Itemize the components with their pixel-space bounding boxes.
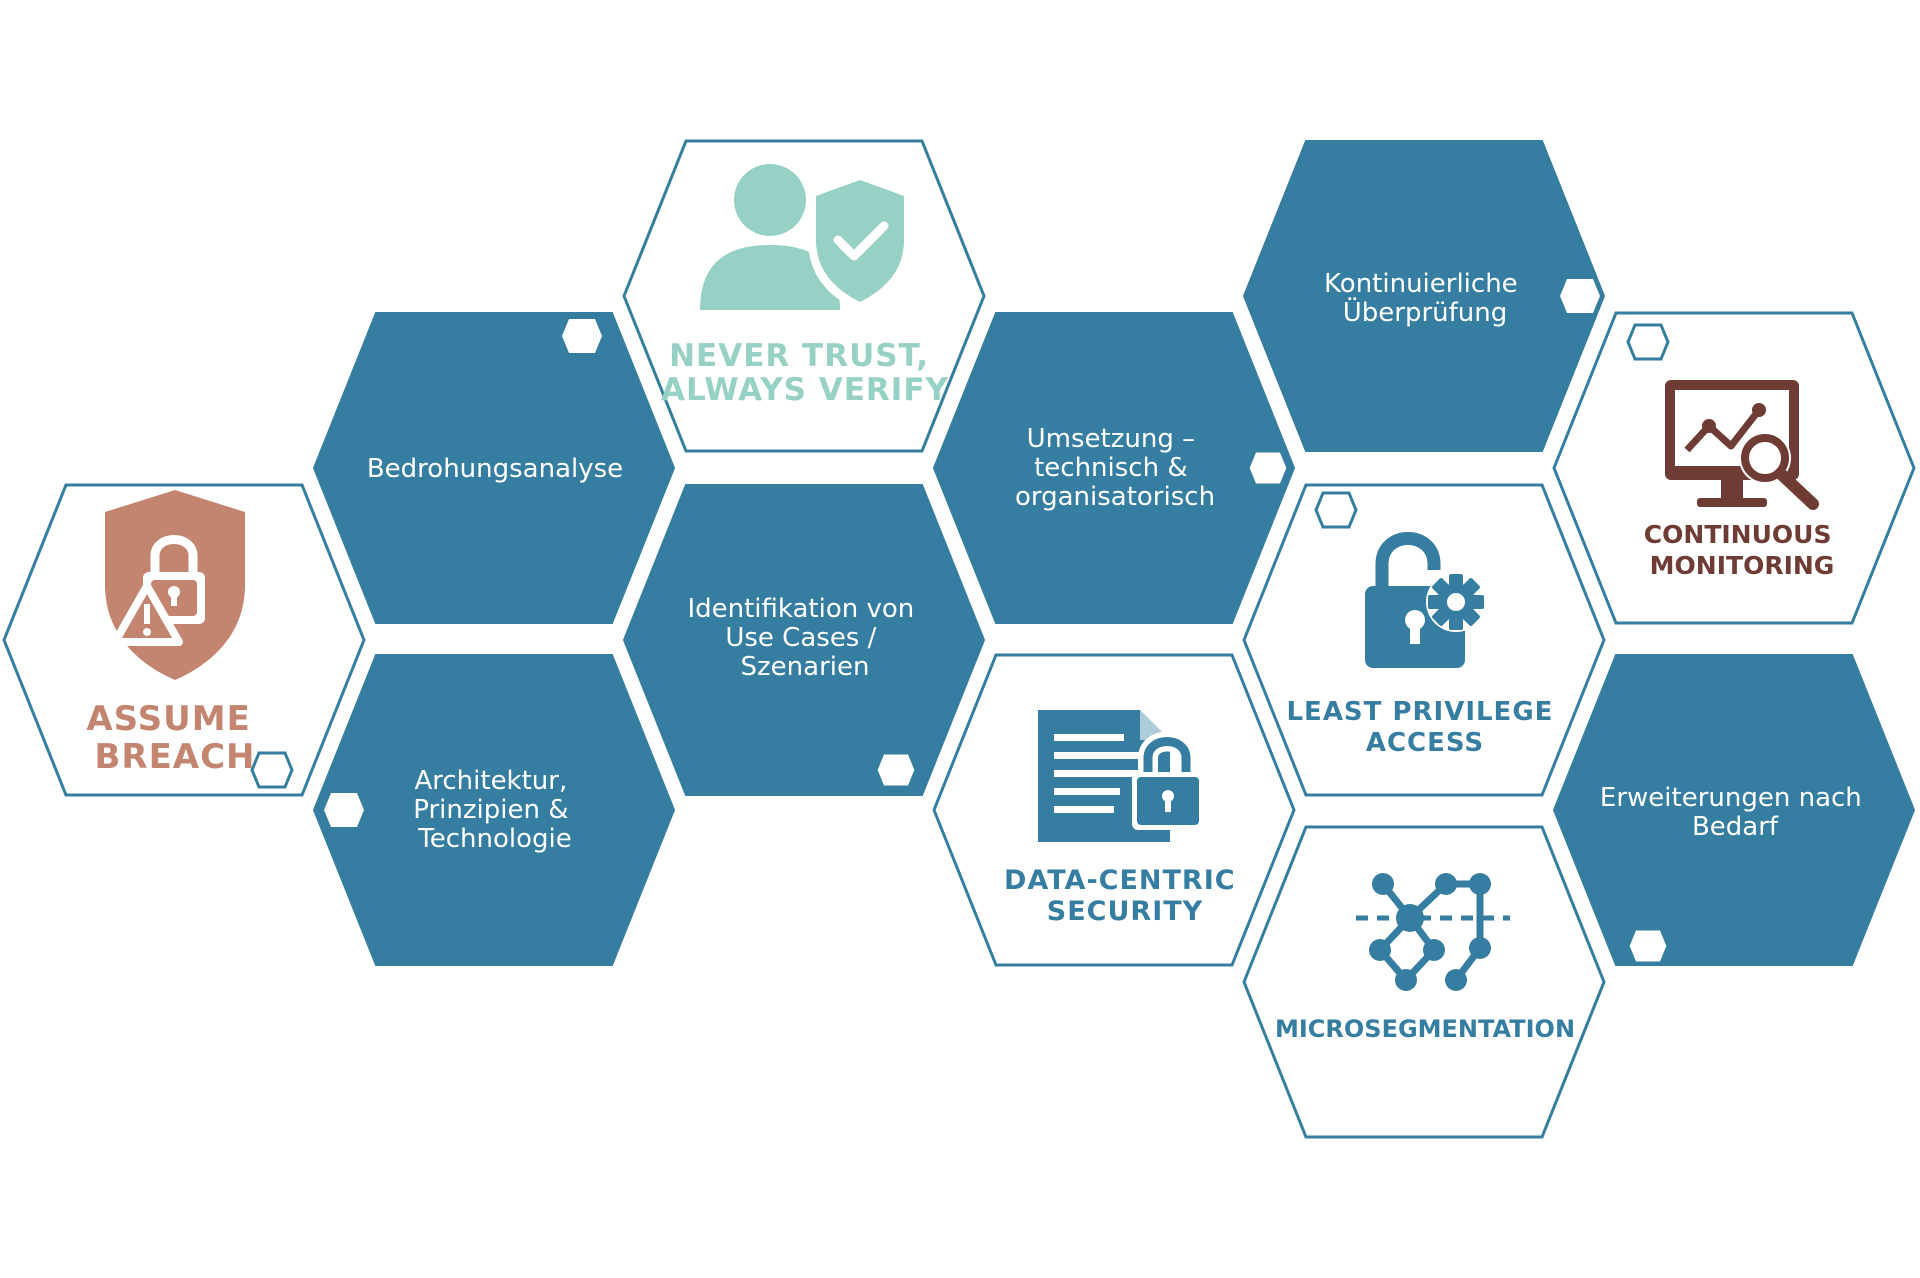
lock-gear-icon [1365, 532, 1486, 668]
hexagon-architektur [312, 654, 676, 966]
network-nodes-icon [1356, 873, 1510, 991]
umsetzung-label-line-1: Umsetzung – [1027, 424, 1195, 454]
hexagon-layer [2, 139, 1916, 1139]
hexagon-erweiterungen [1552, 654, 1916, 966]
hexagon-microsegmentation [1242, 825, 1606, 1139]
user-shield-check-icon [700, 164, 912, 312]
least-privilege-title-line-2: ACCESS [1366, 728, 1484, 758]
hexagon-umsetzung [932, 312, 1296, 624]
mini-hexagon-layer [250, 279, 1670, 999]
mini-hexagon [1314, 491, 1358, 529]
data-centric-title-line-2: SECURITY [1047, 896, 1203, 927]
umsetzung-label: Umsetzung – technisch & organisatorisch [1015, 424, 1215, 512]
kontinuierliche-label-line-1: Kontinuierliche [1324, 269, 1518, 299]
mini-hexagon [1626, 323, 1670, 361]
mini-hexagon [324, 793, 364, 827]
document-lock-icon [1038, 710, 1204, 842]
erweiterungen-label-line-1: Erweiterungen nach [1600, 783, 1862, 813]
never-trust-title-line-1: NEVER TRUST, [669, 338, 929, 374]
erweiterungen-label: Erweiterungen nach Bedarf [1600, 783, 1870, 842]
never-trust-title-line-2: ALWAYS VERIFY [661, 372, 949, 408]
bedrohungsanalyse-label-line-1: Bedrohungsanalyse [367, 454, 623, 484]
continuous-monitoring-title-line-1: CONTINUOUS [1644, 520, 1832, 549]
mini-hexagon [1626, 927, 1670, 965]
mini-hexagon [874, 751, 918, 789]
umsetzung-label-line-3: organisatorisch [1015, 482, 1215, 512]
mini-hexagon [1560, 279, 1600, 313]
bedrohungsanalyse-label: Bedrohungsanalyse [367, 454, 623, 484]
assume-breach-title-line-1: ASSUME [86, 699, 250, 739]
architektur-label-line-1: Architektur, [414, 766, 567, 796]
architektur-label-line-2: Prinzipien & [413, 795, 568, 825]
architektur-label: Architektur, Prinzipien & Technologie [413, 766, 577, 854]
never-trust-title: NEVER TRUST, ALWAYS VERIFY [661, 338, 949, 408]
microsegmentation-title-line-1: MICROSEGMENTATION [1275, 1015, 1575, 1043]
identifikation-label-line-1: Identifikation von [687, 594, 914, 624]
continuous-monitoring-title: CONTINUOUS MONITORING [1644, 520, 1840, 580]
shield-lock-warning-icon [105, 490, 245, 680]
hexagon-identifikation [622, 484, 986, 796]
identifikation-label: Identifikation von Use Cases / Szenarien [687, 594, 922, 682]
hexagon-kontinuierliche [1242, 140, 1606, 452]
identifikation-label-line-2: Use Cases / [725, 623, 876, 653]
continuous-monitoring-title-line-2: MONITORING [1650, 551, 1835, 580]
kontinuierliche-label: Kontinuierliche Überprüfung [1324, 269, 1526, 328]
identifikation-label-line-3: Szenarien [741, 652, 870, 682]
kontinuierliche-label-line-2: Überprüfung [1343, 296, 1508, 328]
mini-hexagon [250, 751, 294, 789]
mini-hexagon [636, 279, 676, 313]
monitor-analytics-icon [1665, 380, 1819, 510]
mini-hexagon [1246, 449, 1290, 487]
erweiterungen-label-line-2: Bedarf [1692, 812, 1779, 842]
assume-breach-title: ASSUME BREACH [86, 699, 263, 777]
data-centric-title-line-1: DATA-CENTRIC [1004, 865, 1236, 896]
data-centric-title: DATA-CENTRIC SECURITY [1004, 865, 1246, 927]
architektur-label-line-3: Technologie [417, 824, 571, 854]
mini-hexagon [562, 319, 602, 353]
least-privilege-title: LEAST PRIVILEGE ACCESS [1286, 697, 1563, 758]
microsegmentation-title: MICROSEGMENTATION [1275, 1015, 1575, 1043]
umsetzung-label-line-2: technisch & [1034, 453, 1188, 483]
hexagon-bedrohungsanalyse [312, 312, 676, 624]
mini-hexagon [946, 793, 986, 827]
assume-breach-title-line-2: BREACH [94, 737, 255, 777]
mini-hexagon [1560, 965, 1600, 999]
least-privilege-title-line-1: LEAST PRIVILEGE [1286, 697, 1553, 727]
